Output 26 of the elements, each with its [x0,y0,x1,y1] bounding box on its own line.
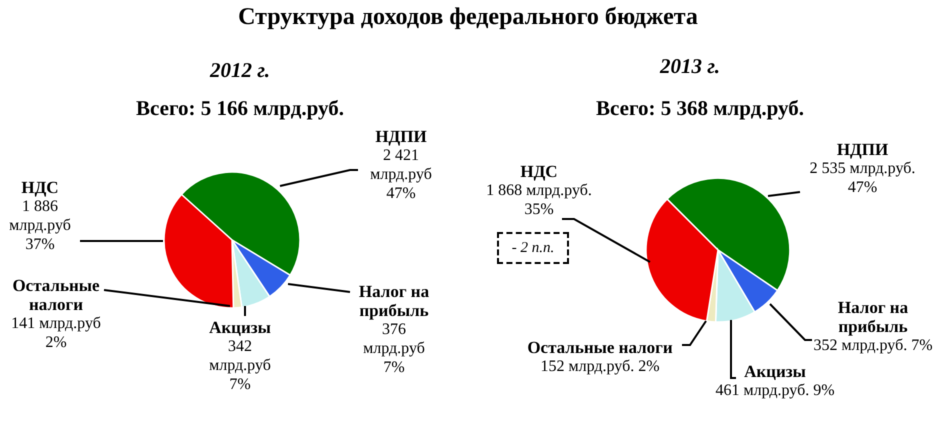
data-label: 152 млрд.руб. 2% [539,357,661,376]
note-box: - 2 п.п. [497,232,569,264]
category-label: Акцизы [743,362,807,381]
chart-subtitle: 2013 г. [658,54,721,79]
data-label: 342 млрд.руб 7% [208,337,272,394]
data-label: 1 886 млрд.руб 37% [8,197,72,254]
total-label: Всего: 5 368 млрд.руб. [595,96,805,121]
category-label: НДС [20,178,60,197]
category-label: Остальные налоги [11,276,101,314]
data-label: 461 млрд.руб. 9% [714,381,836,400]
category-label: Акцизы [208,318,272,337]
chart-title: Структура доходов федерального бюджета [237,4,699,31]
data-label: 1 868 млрд.руб. 35% [485,181,593,219]
chart-subtitle: 2012 г. [208,58,271,83]
data-label: 352 млрд.руб. 7% [812,336,934,355]
data-label: 2 421 млрд.руб 47% [369,146,433,203]
category-label: НДПИ [374,127,428,146]
data-label: 376 млрд.руб 7% [362,320,426,377]
category-label: Остальные налоги [526,338,674,357]
category-label: НДС [519,162,559,181]
category-label: Налог на прибыль [836,298,910,336]
data-label: 2 535 млрд.руб. 47% [808,159,916,197]
category-label: Налог на прибыль [358,282,430,320]
total-label: Всего: 5 166 млрд.руб. [135,96,345,121]
data-label: 141 млрд.руб 2% [10,314,102,352]
category-label: НДПИ [836,140,890,159]
